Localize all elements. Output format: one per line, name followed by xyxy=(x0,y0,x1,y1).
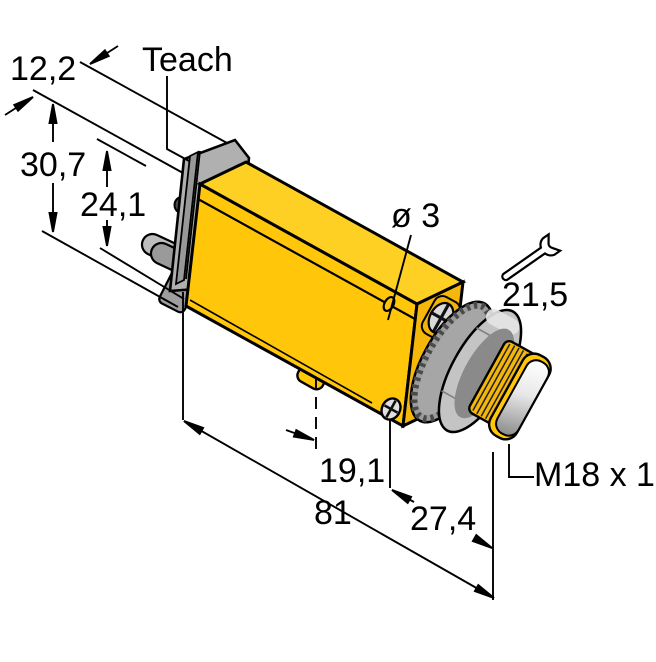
dim-27-4 xyxy=(389,419,493,549)
teach-leader xyxy=(166,76,190,162)
dim-30-7 xyxy=(41,103,179,308)
label-height-body: 24,1 xyxy=(80,186,146,224)
label-wrench-size: 21,5 xyxy=(502,276,568,314)
label-hole-diameter: ø 3 xyxy=(391,197,440,235)
label-length-total: 81 xyxy=(314,494,352,532)
label-width-top: 12,2 xyxy=(10,50,76,88)
thread-leader xyxy=(508,444,534,478)
label-teach: Teach xyxy=(142,41,233,79)
bottom-screw xyxy=(380,397,402,421)
dim-12-2 xyxy=(4,45,228,174)
label-thread-spec: M18 x 1 xyxy=(534,456,655,494)
label-length-front: 27,4 xyxy=(410,500,476,538)
hole-leader xyxy=(387,234,412,321)
dimension-lines xyxy=(4,45,534,600)
label-height-total: 30,7 xyxy=(20,146,86,184)
label-tab-offset: 19,1 xyxy=(319,452,385,490)
dim-81 xyxy=(182,292,495,600)
dim-24-1 xyxy=(96,138,185,300)
sensor-lens xyxy=(487,352,552,441)
dimension-labels: 12,2 Teach 30,7 24,1 ø 3 21,5 19,1 81 27… xyxy=(10,41,655,538)
wrench-icon xyxy=(501,232,563,282)
dim-19-1 xyxy=(285,377,317,452)
